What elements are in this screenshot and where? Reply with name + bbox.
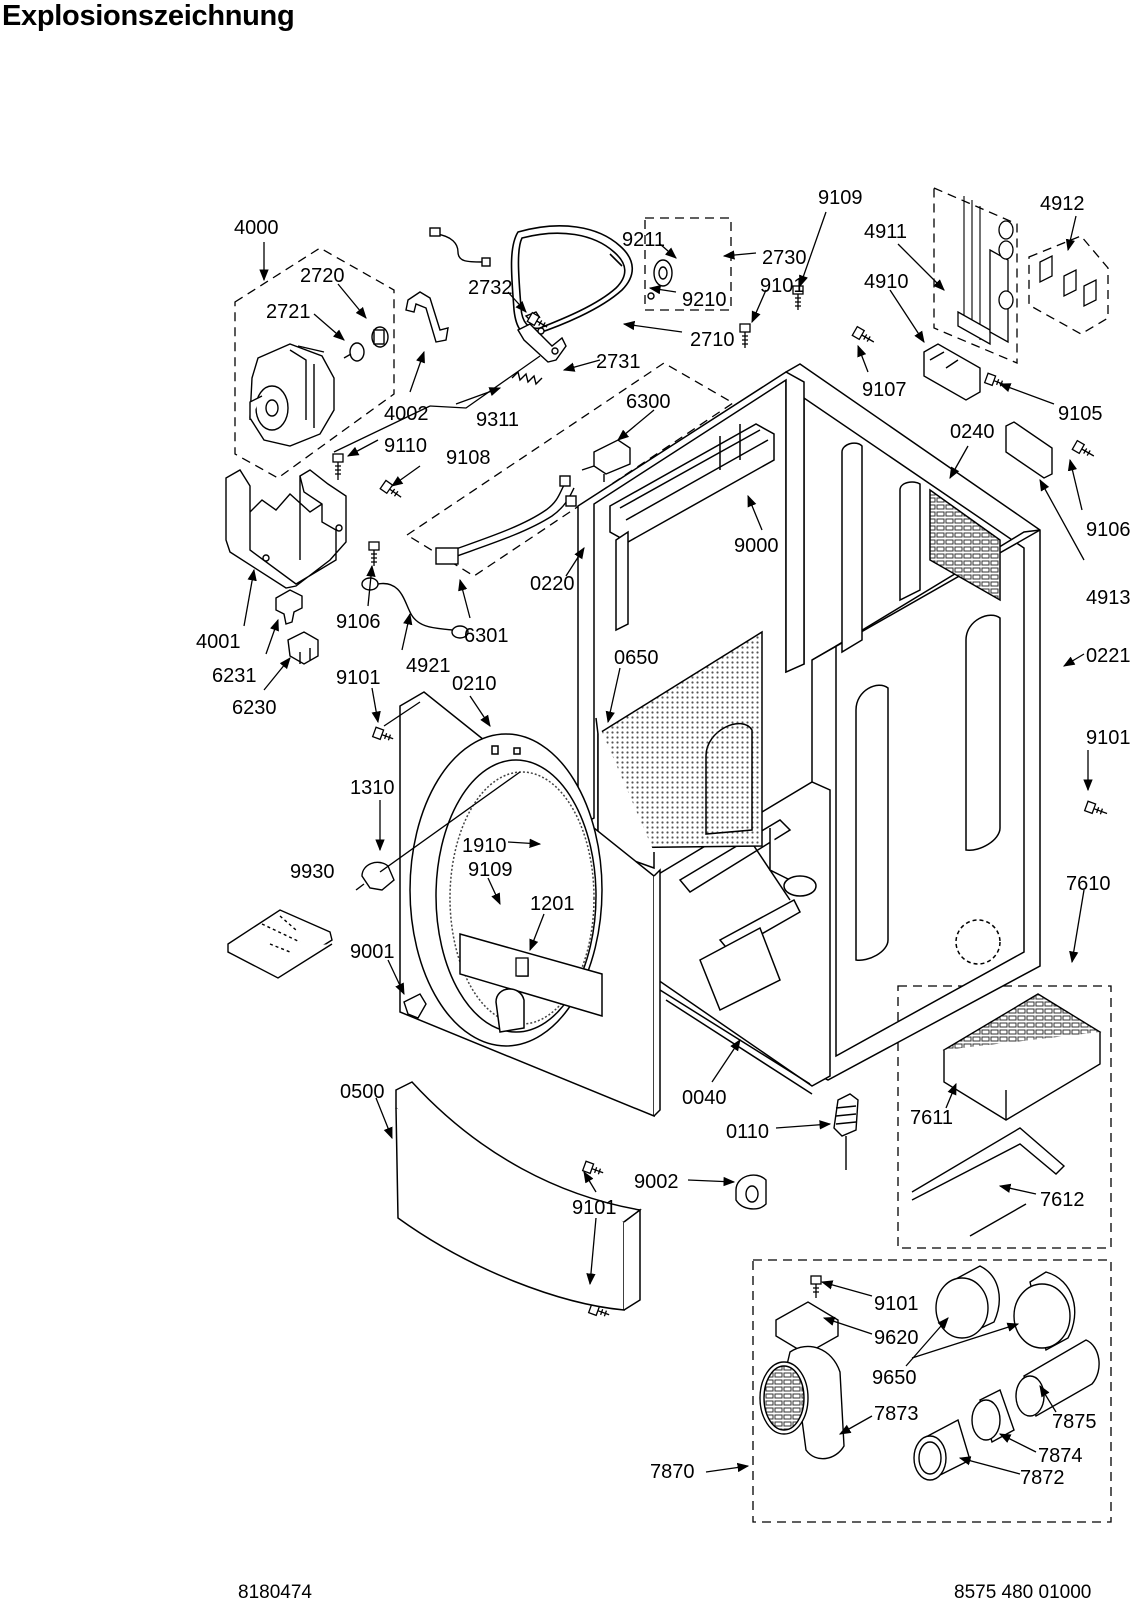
callout-label: 9105	[1058, 403, 1103, 425]
callout-label: 2720	[300, 265, 345, 287]
callout-label: 0240	[950, 421, 995, 443]
callout-label: 4910	[864, 271, 909, 293]
callout-label: 9210	[682, 289, 727, 311]
callout-label: 9109	[818, 187, 863, 209]
callout-label: 9101	[760, 275, 805, 297]
manual-9930	[227, 909, 333, 979]
callout-label: 6301	[464, 625, 509, 647]
callout-label: 9106	[336, 611, 381, 633]
lower-panel	[395, 1081, 642, 1311]
callout-label: 4913	[1086, 587, 1131, 609]
callout-label: 9101	[572, 1197, 617, 1219]
wire-harness	[435, 439, 631, 565]
callout-label: 6300	[626, 391, 671, 413]
callout-label: 9108	[446, 447, 491, 469]
motor-bracket	[225, 469, 347, 589]
drum-support	[515, 957, 529, 977]
callout-label: 7610	[1066, 873, 1111, 895]
callout-label: 0110	[726, 1121, 769, 1143]
callout-labels: 4000 2720 2721 4002 2732 9211 2730 9210 …	[196, 187, 1131, 1489]
callout-label: 1910	[462, 835, 507, 857]
callout-label: 9106	[1086, 519, 1131, 541]
callout-label: 4000	[234, 217, 279, 239]
sensor-cable	[429, 227, 491, 267]
callout-label: 4921	[406, 655, 451, 677]
connector-9002	[735, 1174, 767, 1210]
thermostat-bracket	[923, 343, 981, 401]
group-box-vent-kit	[752, 1259, 1112, 1523]
page-title: Explosionszeichnung	[2, 0, 295, 32]
hinge-1310	[355, 861, 395, 891]
leader-lines	[243, 211, 1093, 1475]
callout-label: 9620	[874, 1327, 919, 1349]
heater-element	[957, 196, 1097, 346]
callout-label: 9002	[634, 1171, 679, 1193]
callout-label: 0040	[682, 1087, 727, 1109]
callout-label: 7872	[1020, 1467, 1065, 1489]
dryer-cabinet	[399, 363, 1041, 1118]
idler-spring	[511, 370, 543, 386]
group-box-motor	[234, 247, 395, 479]
vent-kit	[759, 1265, 1100, 1481]
document-code-right: 8575 480 01000	[954, 1582, 1092, 1603]
callout-label: 7873	[874, 1403, 919, 1425]
callout-label: 7870	[650, 1461, 695, 1483]
motor-assembly	[249, 326, 389, 447]
callout-label: 4911	[864, 221, 907, 243]
callout-label: 1201	[530, 893, 575, 915]
callout-label: 9101	[336, 667, 381, 689]
callout-label: 0221	[1086, 645, 1131, 667]
callout-label: 2730	[762, 247, 807, 269]
document-code-left: 8180474	[238, 1582, 312, 1603]
callout-label: 9110	[384, 435, 427, 457]
callout-label: 9650	[872, 1367, 917, 1389]
callout-label: 7611	[910, 1107, 953, 1129]
callout-label: 9109	[468, 859, 513, 881]
callout-label: 9930	[290, 861, 335, 883]
callout-label: 6231	[212, 665, 257, 687]
callout-label: 2721	[266, 301, 311, 323]
callout-label: 9311	[476, 409, 519, 431]
callout-label: 7612	[1040, 1189, 1085, 1211]
callout-label: 0220	[530, 573, 575, 595]
callout-label: 7874	[1038, 1445, 1083, 1467]
idler-bracket	[517, 259, 673, 363]
callout-label: 0210	[452, 673, 497, 695]
callout-label: 1310	[350, 777, 395, 799]
callout-label: 9000	[734, 535, 779, 557]
callout-label: 0650	[614, 647, 659, 669]
motor-strap	[405, 291, 449, 343]
group-box-filter-tray	[897, 985, 1112, 1249]
callout-label: 2731	[596, 351, 641, 373]
switch-parts	[275, 589, 319, 665]
callout-label: 2732	[468, 277, 513, 299]
callout-label: 7875	[1052, 1411, 1097, 1433]
callout-label: 0500	[340, 1081, 385, 1103]
callout-label: 9211	[622, 229, 665, 251]
callout-label: 9107	[862, 379, 907, 401]
callout-label: 4912	[1040, 193, 1085, 215]
callout-label: 2710	[690, 329, 735, 351]
door-catch	[403, 993, 427, 1019]
callout-label: 4002	[384, 403, 429, 425]
callout-label: 9101	[1086, 727, 1131, 749]
callout-label: 9001	[350, 941, 395, 963]
leveling-foot	[833, 1093, 859, 1170]
callout-label: 9101	[874, 1293, 919, 1315]
callout-label: 6230	[232, 697, 277, 719]
sensor-plate	[1005, 421, 1053, 479]
filter-tray	[911, 993, 1102, 1237]
callout-label: 4001	[196, 631, 241, 653]
